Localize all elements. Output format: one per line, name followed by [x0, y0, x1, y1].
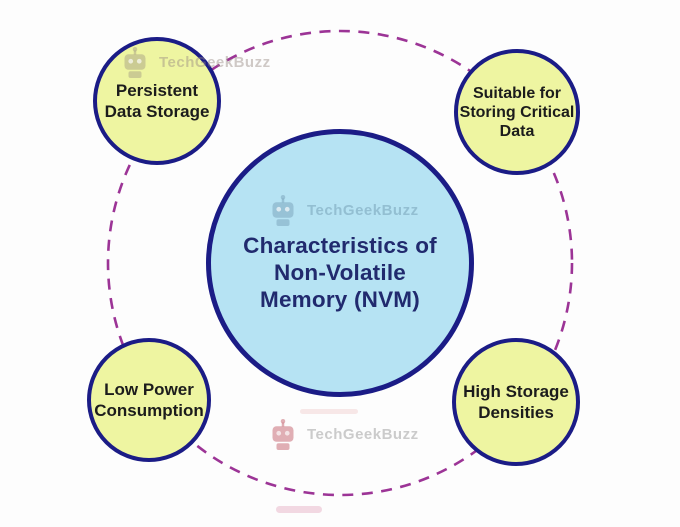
node-label: Persistent Data Storage — [104, 81, 210, 121]
orbit-dashed-circle — [106, 29, 574, 497]
node-persistent-data-storage: Persistent Data Storage — [93, 37, 221, 165]
node-high-storage-densities: High Storage Densities — [452, 338, 580, 466]
node-label: High Storage Densities — [463, 382, 569, 422]
node-low-power-consumption: Low Power Consumption — [87, 338, 211, 462]
center-circle: Characteristics of Non-Volatile Memory (… — [206, 129, 474, 397]
node-suitable-critical-data: Suitable for Storing Critical Data — [454, 49, 580, 175]
node-label: Suitable for Storing Critical Data — [459, 84, 575, 140]
diagram-title: Characteristics of Non-Volatile Memory (… — [243, 232, 437, 312]
node-label: Low Power Consumption — [94, 380, 204, 420]
watermark-artifact — [276, 506, 322, 513]
